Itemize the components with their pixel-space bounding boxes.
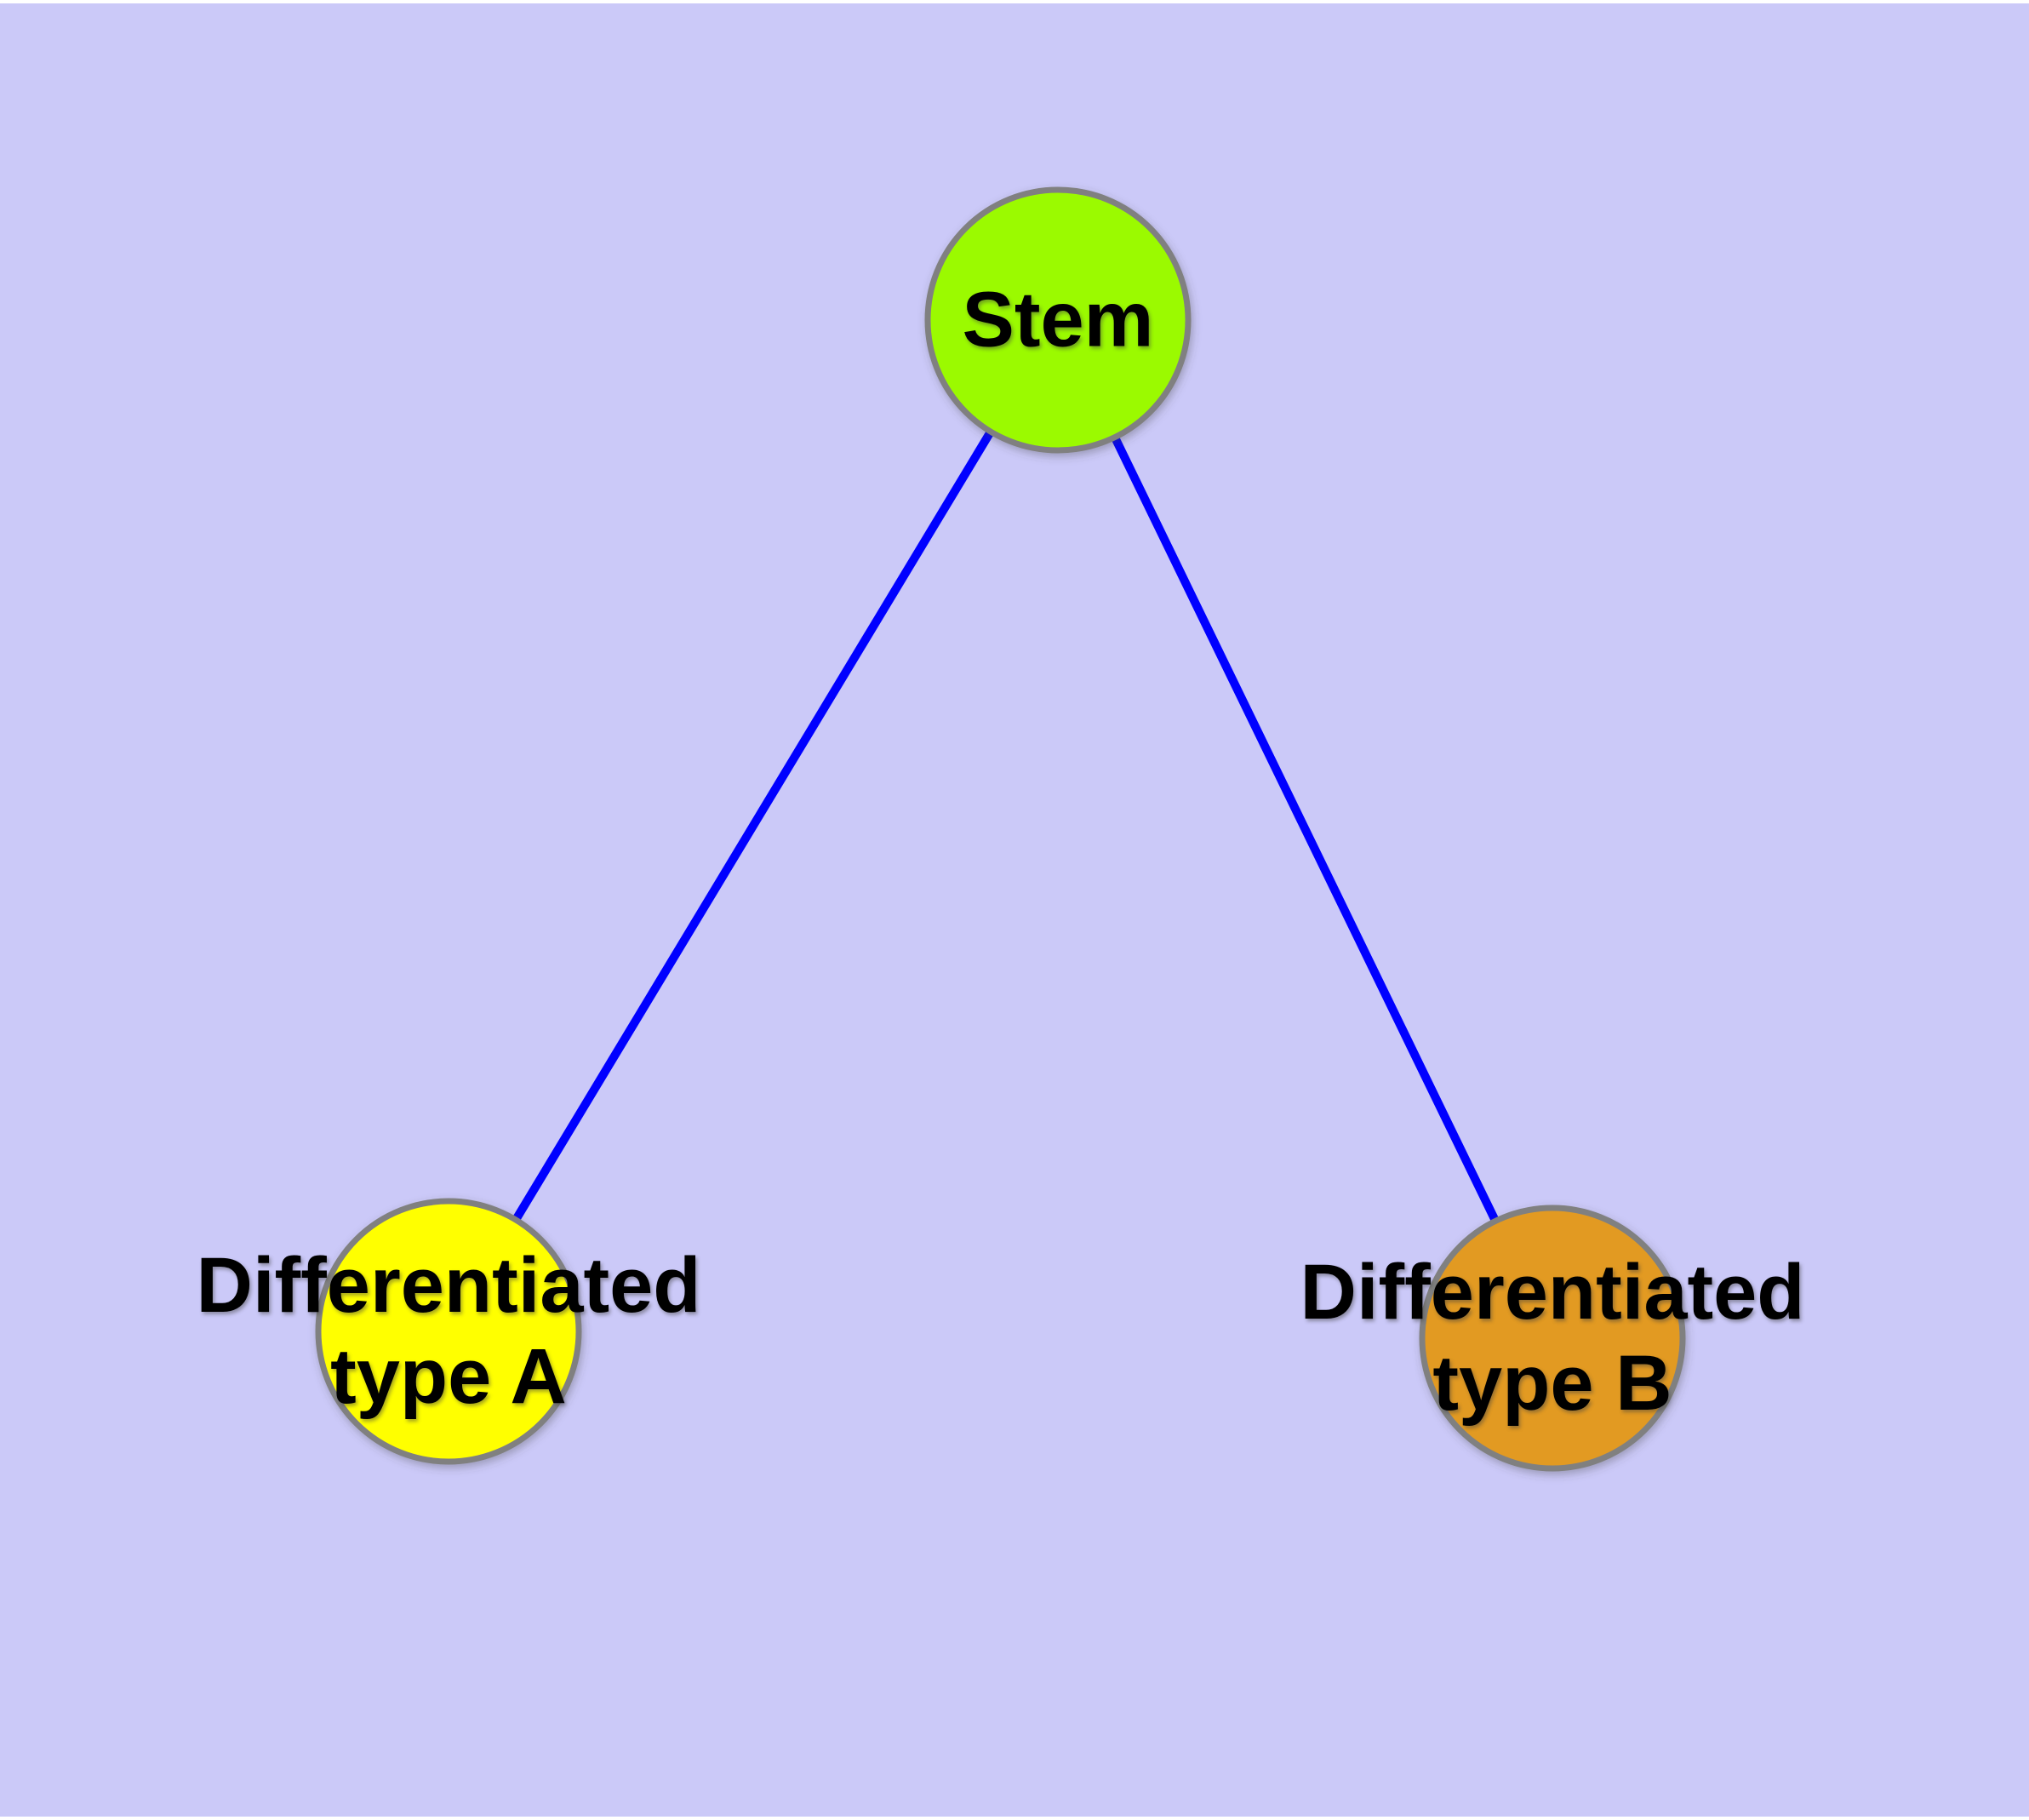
edge-stem-to-type-b (1054, 318, 1557, 1341)
node-stem-circle (924, 186, 1192, 454)
node-type-a-circle (315, 1198, 582, 1465)
edge-stem-to-type-a (444, 318, 1062, 1334)
node-type-b-circle (1419, 1205, 1686, 1472)
